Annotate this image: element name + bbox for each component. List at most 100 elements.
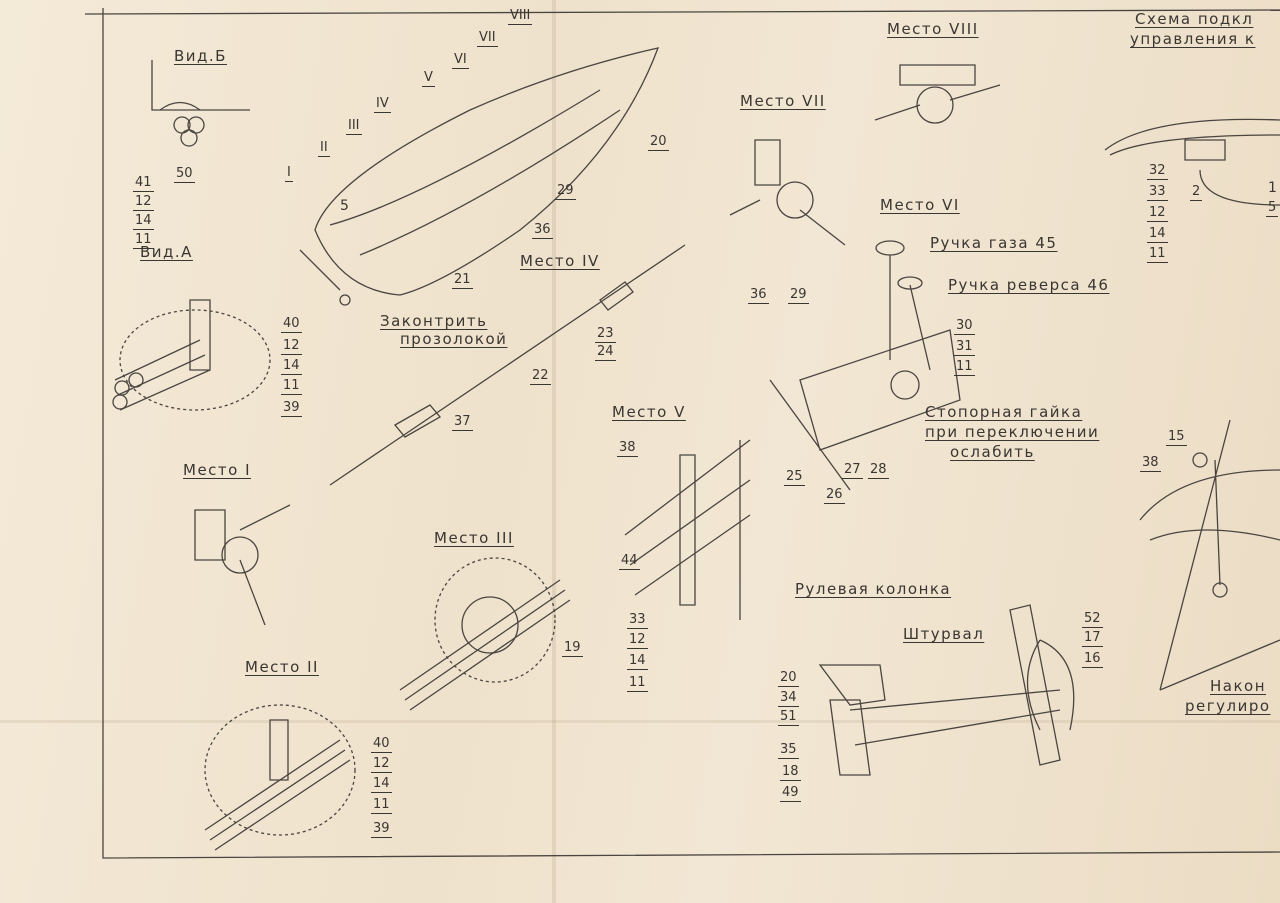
place-marker: VII <box>477 30 498 47</box>
place-marker: II <box>318 140 330 157</box>
mesto4-title: Место IV <box>520 252 600 270</box>
control-levers-sketch <box>769 255 961 491</box>
mesto7-sketch <box>729 139 846 246</box>
mesto4-note-line1: Законтрить <box>380 312 488 330</box>
throttle-handle-label: Ручка газа 45 <box>930 234 1058 252</box>
mesto3-title: Место III <box>434 529 514 547</box>
drawing-frame <box>102 8 1280 859</box>
vid-a-sketch <box>119 309 271 411</box>
place-marker: IV <box>374 96 391 113</box>
callout: 40 <box>281 316 302 333</box>
callout: 30 <box>954 318 975 335</box>
vid-b-title: Вид.Б <box>174 47 227 65</box>
callout: 51 <box>778 709 799 726</box>
mesto2-title: Место II <box>245 658 319 676</box>
callout: 11 <box>627 675 648 692</box>
callout: 50 <box>174 166 195 183</box>
scheme-sketch <box>1104 118 1280 206</box>
callout: 5 <box>1266 200 1279 217</box>
steering-column-sketch <box>818 604 1061 776</box>
callout: 11 <box>1147 246 1168 263</box>
callout: 36 <box>532 222 553 239</box>
callout: 29 <box>555 183 576 200</box>
place-marker: III <box>346 118 362 135</box>
callout: 39 <box>371 821 392 838</box>
callout: 20 <box>648 134 669 151</box>
callout: 39 <box>281 400 302 417</box>
steering-wheel-label: Штурвал <box>903 625 985 643</box>
callout: 32 <box>1147 163 1168 180</box>
callout: 14 <box>627 653 648 670</box>
callout: 25 <box>784 469 805 486</box>
callout: 17 <box>1082 630 1103 647</box>
callout: 12 <box>281 338 302 355</box>
callout: 33 <box>627 612 648 629</box>
callout: 36 <box>748 287 769 304</box>
lock-nut-note-line2: при переключении <box>925 423 1100 441</box>
steering-column-title: Рулевая колонка <box>795 580 952 598</box>
callout: 24 <box>595 344 616 361</box>
callout: 11 <box>281 378 302 395</box>
mesto6-title: Место VI <box>880 196 960 214</box>
mesto2-sketch <box>204 704 356 836</box>
callout: 16 <box>1082 651 1103 668</box>
callout: 52 <box>1082 611 1103 628</box>
mesto1-title: Место I <box>183 461 252 479</box>
callout: 41 <box>133 175 154 192</box>
callout: 11 <box>954 359 975 376</box>
callout: 49 <box>780 785 801 802</box>
callout: 2 <box>1190 184 1203 201</box>
callout: 12 <box>133 194 154 211</box>
callout: 1 <box>1268 180 1277 196</box>
drawing-frame-top <box>84 9 1280 15</box>
turnbuckle-sketch <box>329 244 686 486</box>
mesto4-note-line2: прозолокой <box>400 330 508 348</box>
callout: 12 <box>1147 205 1168 222</box>
callout: 15 <box>1166 429 1187 446</box>
mesto3-sketch <box>434 557 556 683</box>
callout: 11 <box>371 797 392 814</box>
callout: 11 <box>133 232 154 249</box>
vid-a-title: Вид.А <box>140 243 193 261</box>
boat-sketch <box>299 47 660 296</box>
callout: 12 <box>627 632 648 649</box>
vid-b-sketch <box>151 60 250 111</box>
callout: 5 <box>340 198 349 214</box>
mesto1-block-sketch <box>194 504 291 626</box>
callout: 29 <box>788 287 809 304</box>
reverse-handle-label: Ручка реверса 46 <box>948 276 1110 294</box>
tip-title-line2: регулиро <box>1185 697 1271 715</box>
callout: 14 <box>133 213 154 230</box>
callout: 20 <box>778 670 799 687</box>
callout: 40 <box>371 736 392 753</box>
callout: 28 <box>868 462 889 479</box>
fold-line <box>552 0 556 903</box>
tip-sketch <box>1139 419 1280 691</box>
place-marker: VI <box>452 52 469 69</box>
mesto5-title: Место V <box>612 403 686 421</box>
callout: 21 <box>452 272 473 289</box>
tip-title-line1: Након <box>1210 677 1267 695</box>
propeller-sketch <box>339 294 351 306</box>
place-marker: V <box>422 70 435 87</box>
lock-nut-note-line1: Стопорная гайка <box>925 403 1083 421</box>
callout: 38 <box>617 440 638 457</box>
place-marker: VIII <box>508 8 533 25</box>
callout: 14 <box>281 358 302 375</box>
mesto5-sketch <box>624 439 751 620</box>
callout: 33 <box>1147 184 1168 201</box>
scheme-title-line2: управления к <box>1130 30 1256 48</box>
callout: 26 <box>824 487 845 504</box>
callout: 27 <box>842 462 863 479</box>
callout: 19 <box>562 640 583 657</box>
mesto8-sketch <box>874 64 1001 121</box>
callout: 44 <box>619 553 640 570</box>
callout: 18 <box>780 764 801 781</box>
callout: 34 <box>778 690 799 707</box>
callout: 22 <box>530 368 551 385</box>
callout: 14 <box>371 776 392 793</box>
fold-line <box>0 720 1280 723</box>
callout: 35 <box>778 742 799 759</box>
callout: 14 <box>1147 226 1168 243</box>
